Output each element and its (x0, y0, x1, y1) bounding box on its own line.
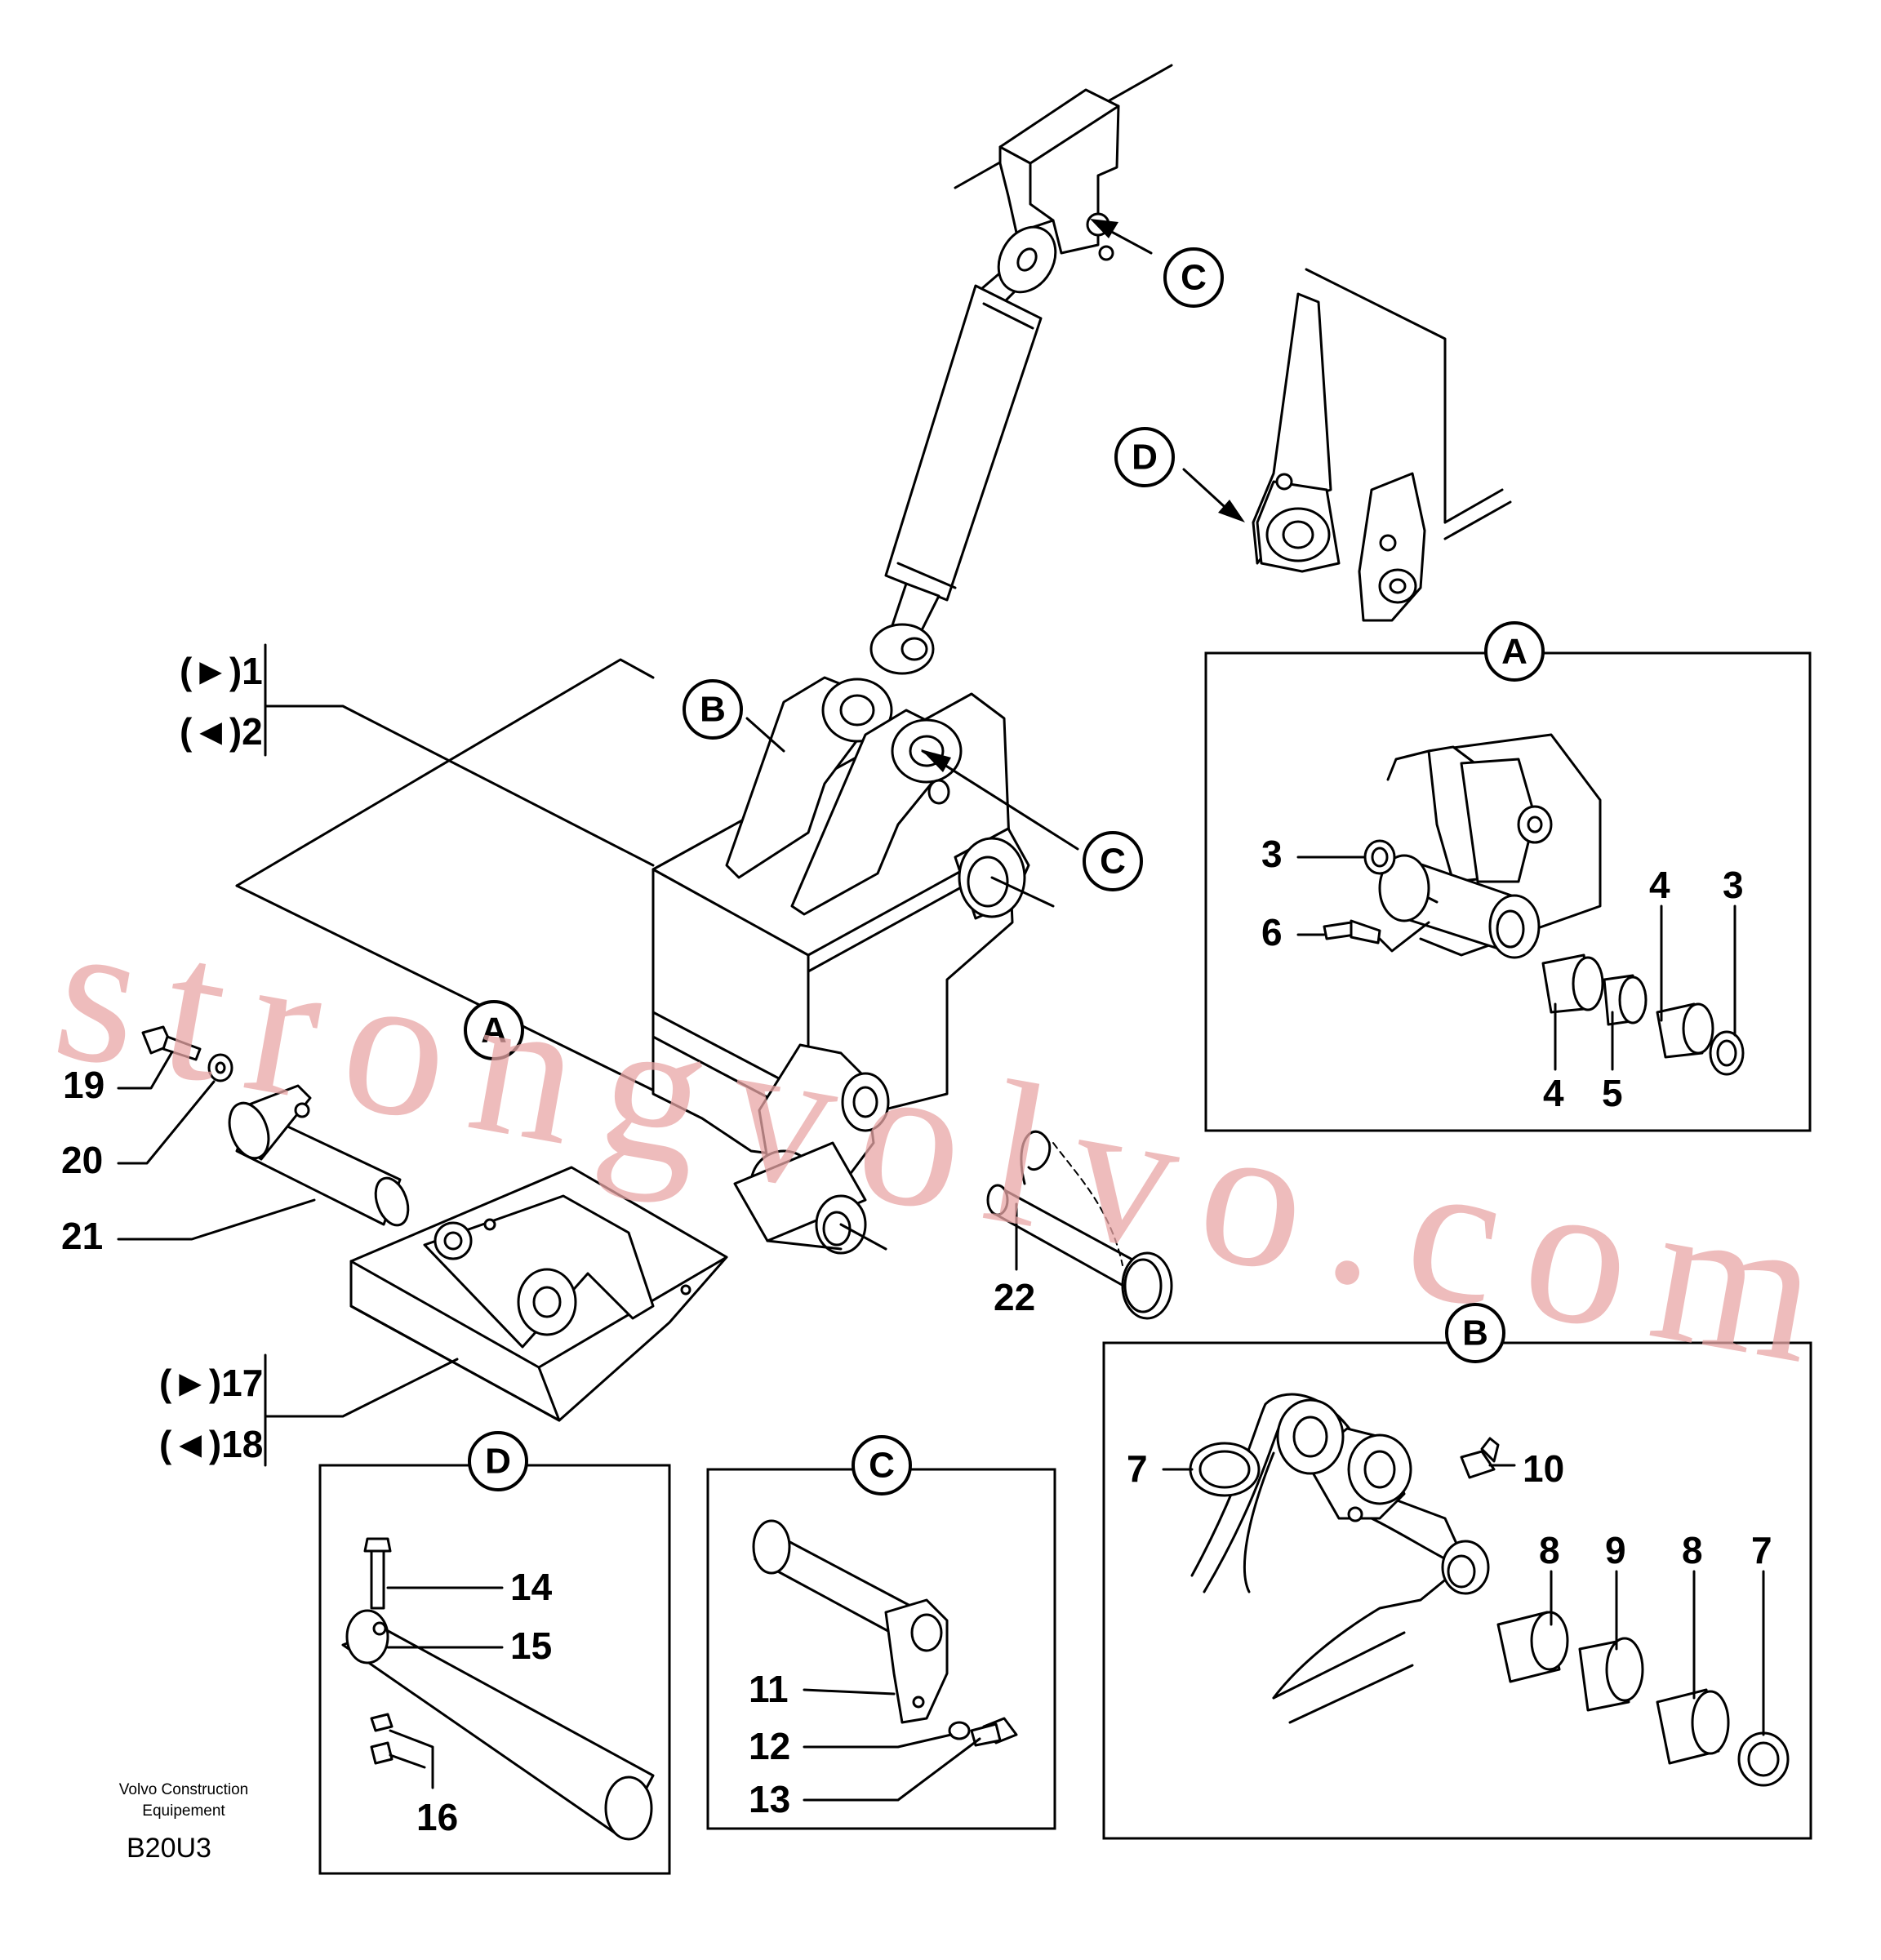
callout-d-top: D (1114, 427, 1175, 487)
box-d-label-14: 14 (510, 1566, 553, 1608)
bucket-bracket (349, 1166, 728, 1422)
part-label-21: 21 (61, 1215, 103, 1257)
callout-arrows (745, 219, 1245, 851)
callout-box-c-label: C (869, 1446, 895, 1486)
box-b-label-9: 9 (1605, 1529, 1626, 1571)
box-a-label-4-top: 4 (1649, 864, 1670, 906)
callout-box-d-label: D (485, 1442, 511, 1482)
box-d-label-15: 15 (510, 1624, 552, 1667)
callout-box-c: C (852, 1435, 912, 1496)
box-b-label-7-left: 7 (1127, 1447, 1148, 1490)
part-label-2: (◄)2 (180, 710, 263, 753)
box-b-label-8-a: 8 (1539, 1529, 1560, 1571)
box-d-label-16: 16 (416, 1796, 458, 1838)
footer: Volvo Construction Equipement B20U3 (119, 1781, 248, 1864)
leader-lines (117, 643, 1765, 1802)
detail-box-b (1102, 1341, 1812, 1840)
callout-box-a-label: A (1501, 632, 1527, 672)
box-b-label-7-right: 7 (1751, 1529, 1772, 1571)
callout-a-main-label: A (481, 1011, 507, 1051)
detail-box-c (706, 1468, 1056, 1830)
callout-d-top-label: D (1132, 438, 1158, 478)
callout-c-top-label: C (1181, 258, 1207, 298)
part-label-18: (◄)18 (159, 1423, 263, 1465)
bolt-19 (141, 1025, 202, 1061)
part-label-19: 19 (63, 1064, 104, 1106)
callout-box-a: A (1484, 621, 1545, 682)
callout-box-b-label: B (1462, 1313, 1488, 1353)
part-label-20: 20 (61, 1139, 103, 1181)
boom-bracket-top (954, 64, 1173, 261)
part-label-17: (►)17 (159, 1362, 263, 1404)
callout-c-top: C (1163, 247, 1224, 308)
box-c-label-13: 13 (749, 1778, 790, 1820)
lock-pin-22 (986, 1130, 1173, 1320)
box-a-label-5: 5 (1602, 1072, 1623, 1114)
box-b-label-8-b: 8 (1682, 1529, 1703, 1571)
box-a-label-6: 6 (1261, 911, 1283, 953)
callout-box-d: D (468, 1431, 528, 1491)
footer-drawing-code: B20U3 (127, 1833, 211, 1864)
callout-b-main-label: B (700, 690, 726, 730)
callout-c-main: C (1083, 831, 1143, 891)
footer-company-line1: Volvo Construction (119, 1781, 248, 1798)
detail-box-a (1204, 651, 1812, 1132)
footer-company-line2: Equipement (142, 1802, 225, 1820)
callout-box-b: B (1445, 1303, 1505, 1363)
hydraulic-cylinder (869, 225, 1057, 675)
box-a-label-3-left: 3 (1261, 833, 1283, 875)
part-numbers: (►)1 (◄)2 (►)17 (◄)18 19 20 21 22 3 6 4 … (61, 650, 1772, 1838)
detail-box-d (318, 1464, 671, 1875)
callout-b-main: B (683, 679, 743, 740)
box-c-label-11: 11 (749, 1668, 789, 1710)
callout-c-main-label: C (1100, 842, 1126, 882)
box-a-label-4-bottom: 4 (1543, 1072, 1564, 1114)
box-b-label-10: 10 (1523, 1447, 1564, 1490)
washer-20 (207, 1053, 233, 1082)
arm-tip-d (1252, 268, 1512, 622)
part-label-22: 22 (994, 1276, 1035, 1318)
box-c-label-12: 12 (749, 1725, 790, 1767)
quick-coupler-body (235, 658, 1055, 1255)
box-a-label-3-right: 3 (1723, 864, 1744, 906)
callout-a-main: A (464, 1000, 524, 1060)
pin-21 (228, 1084, 410, 1227)
part-label-1: (►)1 (180, 650, 263, 692)
